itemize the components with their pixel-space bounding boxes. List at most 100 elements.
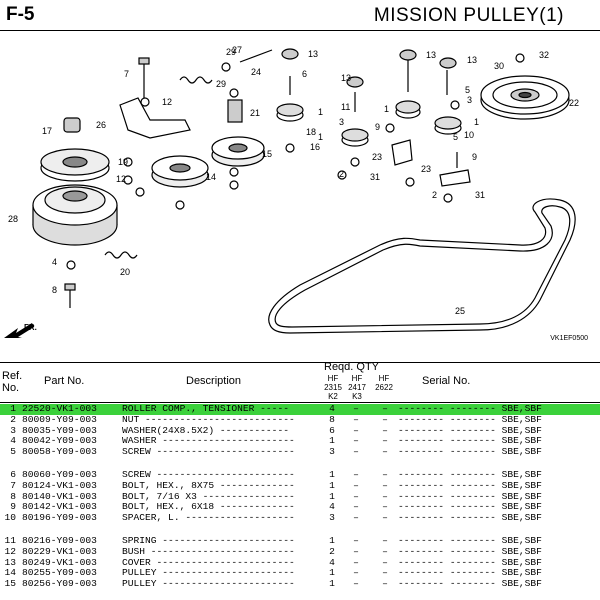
col-model-3: HF 2622	[375, 374, 393, 392]
part-no-cell: 80140-VK1-003	[22, 490, 97, 502]
bracket-26	[119, 97, 191, 139]
serial-no-cell: -------- -------- SBE,SBF	[398, 490, 542, 502]
qty-model-3-cell: –	[382, 446, 388, 458]
qty-model-1-cell: 1	[329, 534, 335, 546]
serial-no-cell: -------- -------- SBE,SBF	[398, 578, 542, 590]
ref-no-cell: 1	[10, 403, 16, 414]
callout-28: 28	[8, 214, 18, 224]
callout-2: 2	[339, 169, 344, 179]
callout-16: 16	[310, 142, 320, 152]
qty-model-3-cell: –	[382, 578, 388, 590]
callout-3: 3	[339, 117, 344, 127]
table-row[interactable]: 7 80124-VK1-003 BOLT, HEX., 8X75 ---------…	[0, 479, 600, 492]
description-cell: BOLT, HEX., 8X75 -------------	[122, 479, 295, 491]
qty-model-3-cell: –	[382, 545, 388, 557]
direction-label: FR.	[24, 323, 37, 332]
serial-no-cell: -------- -------- SBE,SBF	[398, 413, 542, 425]
callout-15: 15	[262, 149, 272, 159]
callout-18: 18	[306, 127, 316, 137]
description-cell: BOLT, HEX., 6X18 -------------	[122, 501, 295, 513]
callout-1: 1	[318, 107, 323, 117]
callout-13: 13	[341, 73, 351, 83]
qty-model-1-cell: 1	[329, 435, 335, 447]
col-model-1: HF 2315 K2	[324, 374, 342, 401]
callout-31: 31	[370, 172, 380, 182]
callout-23: 23	[372, 152, 382, 162]
part-no-cell: 22520-VK1-003	[22, 403, 97, 414]
part-no-cell: 80042-Y09-003	[22, 435, 97, 447]
col-part-no: Part No.	[44, 375, 85, 387]
part-no-cell: 80009-Y09-003	[22, 413, 97, 425]
qty-model-3-cell: –	[382, 567, 388, 579]
ref-no-cell: 6	[10, 468, 16, 480]
qty-model-1-cell: 3	[329, 512, 335, 524]
qty-model-2-cell: –	[353, 512, 359, 524]
qty-model-1-cell: 4	[329, 403, 335, 414]
part-no-cell: 80255-Y09-003	[22, 567, 97, 579]
callout-14: 14	[206, 172, 216, 182]
callout-1: 1	[318, 132, 323, 142]
header-divider	[0, 30, 600, 31]
callout-10: 10	[464, 130, 474, 140]
part-no-cell: 80142-VK1-003	[22, 501, 97, 513]
callout-24: 24	[251, 67, 261, 77]
part-no-cell: 80256-Y09-003	[22, 578, 97, 590]
qty-model-2-cell: –	[353, 501, 359, 513]
callout-17: 17	[42, 126, 52, 136]
qty-model-3-cell: –	[382, 512, 388, 524]
part-no-cell: 80216-Y09-003	[22, 534, 97, 546]
description-cell: SPRING -----------------------	[122, 534, 295, 546]
part-no-cell: 80124-VK1-003	[22, 479, 97, 491]
ref-no-cell: 12	[4, 545, 16, 557]
qty-model-1-cell: 2	[329, 545, 335, 557]
description-cell: BOLT, 7/16 X3 ----------------	[122, 490, 295, 502]
qty-model-2-cell: –	[353, 578, 359, 590]
ref-no-cell: 7	[10, 479, 16, 491]
qty-model-3-cell: –	[382, 490, 388, 502]
part-no-cell: 80229-VK1-003	[22, 545, 97, 557]
col-reqd-qty: Reqd. QTY	[324, 361, 380, 373]
callout-30: 30	[494, 61, 504, 71]
ref-no-cell: 2	[10, 413, 16, 425]
serial-no-cell: -------- -------- SBE,SBF	[398, 446, 542, 458]
description-cell: SPACER, L. -------------------	[122, 512, 295, 524]
ref-no-cell: 9	[10, 501, 16, 513]
spring-20	[104, 251, 138, 259]
description-cell: PULLEY -----------------------	[122, 578, 295, 590]
part-no-cell: 80196-Y09-003	[22, 512, 97, 524]
spring-24	[179, 76, 213, 84]
qty-model-2-cell: –	[353, 468, 359, 480]
col-ref-no: Ref. No.	[2, 370, 23, 394]
qty-model-2-cell: –	[353, 490, 359, 502]
qty-model-3-cell: –	[382, 501, 388, 513]
part-no-cell: 80035-Y09-003	[22, 424, 97, 436]
table-top-rule	[0, 362, 600, 363]
callout-7: 7	[124, 69, 129, 79]
qty-model-3-cell: –	[382, 413, 388, 425]
table-row[interactable]: 9 80142-VK1-003 BOLT, HEX., 6X18 ---------…	[0, 502, 600, 513]
callout-1: 1	[384, 104, 389, 114]
serial-no-cell: -------- -------- SBE,SBF	[398, 479, 542, 491]
callout-26: 26	[96, 120, 106, 130]
serial-no-cell: -------- -------- SBE,SBF	[398, 545, 542, 557]
callout-5: 5	[465, 85, 470, 95]
qty-model-1-cell: 1	[329, 479, 335, 491]
qty-model-2-cell: –	[353, 403, 359, 414]
serial-no-cell: -------- -------- SBE,SBF	[398, 567, 542, 579]
callout-31: 31	[475, 190, 485, 200]
callout-5: 5	[453, 132, 458, 142]
